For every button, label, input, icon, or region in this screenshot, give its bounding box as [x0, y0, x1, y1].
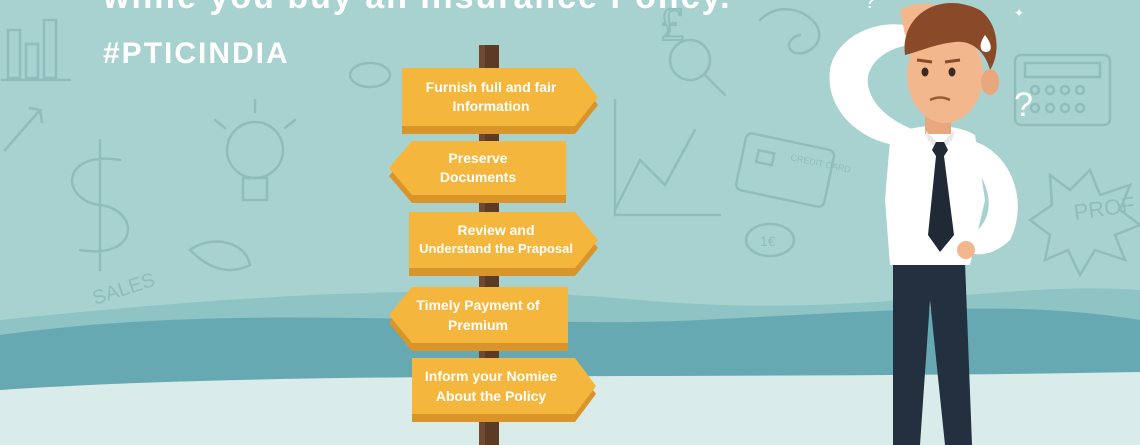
line-chart-doodle: [613, 38, 727, 217]
sweat-drop: [980, 35, 991, 52]
question-mark-icon-small: ?: [864, 0, 877, 13]
sign-timely-payment: Timely Payment of Premium: [389, 287, 568, 351]
arrow-doodle: [3, 106, 44, 152]
hand-doodle: [188, 240, 252, 272]
sign-5-line-2: About the Policy: [436, 388, 547, 404]
dollar-doodle: [70, 138, 130, 272]
swirl-doodle: [758, 7, 821, 55]
pound-doodle: £: [660, 0, 684, 51]
sign-4-line-2: Premium: [448, 317, 508, 333]
sign-inform-nominee: Inform your Nomiee About the Policy: [412, 358, 596, 422]
lightbulb-doodle: [213, 98, 297, 202]
sign-review-proposal: Review and Understand the Praposal: [409, 212, 598, 276]
headline-line-1: while you buy an Insurance Policy.: [103, 0, 732, 17]
starburst-doodle: [1027, 167, 1140, 278]
raised-arm: [829, 24, 915, 145]
head: [907, 27, 983, 123]
sign-3-line-1: Review and: [457, 222, 534, 238]
sign-2-line-1: Preserve: [448, 150, 507, 166]
hip-hand: [957, 241, 975, 259]
tie: [928, 142, 954, 252]
sign-4-line-1: Timely Payment of: [416, 297, 540, 313]
sign-5-line-1: Inform your Nomiee: [425, 368, 557, 384]
sparkle-icon: ✦: [1014, 6, 1025, 20]
headline-hashtag: #PTICINDIA: [103, 37, 290, 70]
credit-card-doodle: [734, 132, 836, 208]
sign-3-line-2: Understand the Praposal: [419, 241, 573, 256]
trousers: [893, 262, 972, 445]
sign-furnish-information: Furnish full and fair Information: [402, 68, 598, 134]
bar-chart-doodle: [0, 18, 72, 82]
hip-arm: [965, 140, 1018, 255]
sign-1-line-2: Information: [453, 98, 530, 114]
sign-preserve-documents: Preserve Documents: [389, 141, 566, 203]
coin-doodle-text: 1€: [760, 233, 776, 249]
question-mark-icon: ?: [1014, 86, 1033, 124]
calculator-doodle: [1013, 53, 1112, 127]
hair: [904, 2, 997, 71]
sign-2-line-2: Documents: [440, 169, 516, 185]
coin-doodle: [348, 61, 796, 258]
sign-1-line-1: Furnish full and fair: [426, 79, 557, 95]
